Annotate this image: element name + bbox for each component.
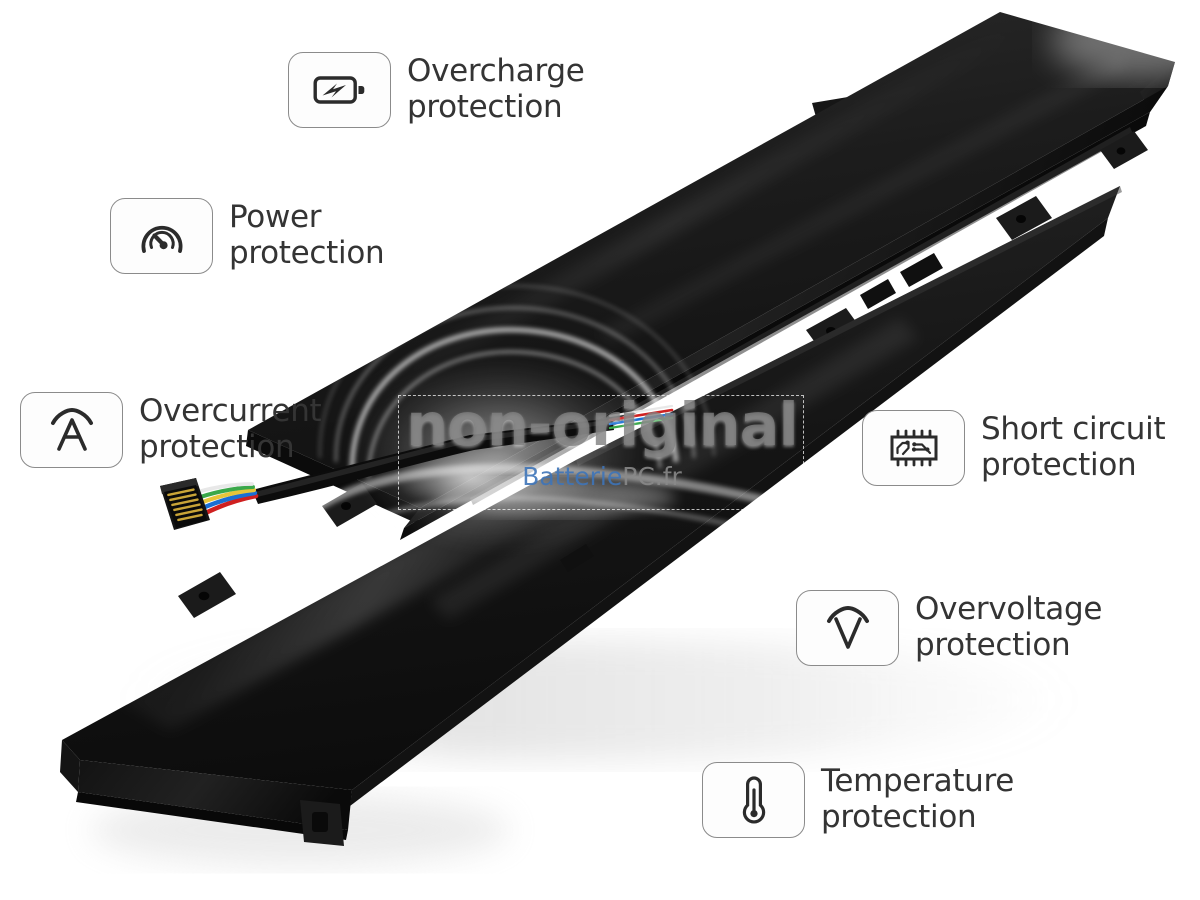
- overcharge-label: Overcharge protection: [407, 53, 585, 125]
- thermometer-icon: [738, 775, 770, 825]
- short-circuit-label: Short circuit protection: [981, 411, 1166, 483]
- overvoltage-icon-box: [796, 590, 899, 666]
- overcurrent-label: Overcurrent protection: [139, 393, 322, 465]
- power-icon-box: [110, 198, 213, 274]
- temperature-icon-box: [702, 762, 805, 838]
- feature-overcurrent-protection: Overcurrent protection: [20, 392, 322, 468]
- overcharge-icon-box: [288, 52, 391, 128]
- feature-power-protection: Power protection: [110, 198, 385, 274]
- feature-overvoltage-protection: Overvoltage protection: [796, 590, 1102, 666]
- overvoltage-label: Overvoltage protection: [915, 591, 1103, 663]
- overcurrent-icon-box: [20, 392, 123, 468]
- temperature-label: Temperature protection: [821, 763, 1015, 835]
- battery-bolt-icon: [313, 72, 367, 108]
- ampere-arc-icon: [47, 407, 97, 453]
- light-swirl: [297, 284, 842, 555]
- power-label: Power protection: [229, 199, 385, 271]
- gauge-icon: [138, 213, 186, 259]
- circuit-chip-icon: [885, 427, 943, 469]
- feature-temperature-protection: Temperature protection: [702, 762, 1014, 838]
- volt-arc-icon: [823, 605, 873, 651]
- feature-short-circuit-protection: Short circuit protection: [862, 410, 1166, 486]
- feature-overcharge-protection: Overcharge protection: [288, 52, 585, 128]
- battery-wire-harness: [160, 404, 674, 530]
- short-circuit-icon-box: [862, 410, 965, 486]
